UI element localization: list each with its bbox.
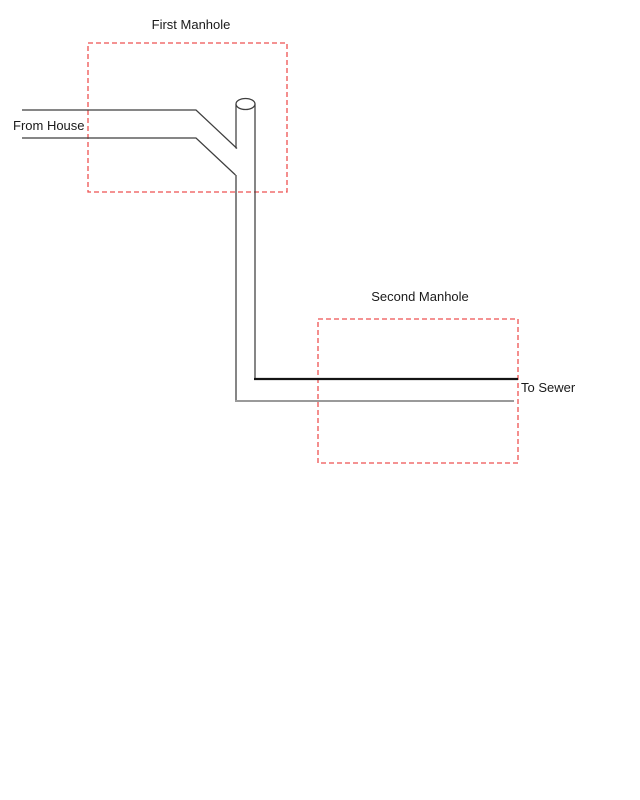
house-pipe-top-line <box>22 109 238 149</box>
from-house-label: From House <box>13 118 85 133</box>
house-pipe-bottom-line <box>22 137 236 176</box>
second-manhole-label: Second Manhole <box>371 289 469 304</box>
first-manhole-label: First Manhole <box>152 17 231 32</box>
riser-opening-ellipse <box>235 97 256 111</box>
second-manhole-box <box>317 318 519 464</box>
first-manhole-box <box>87 42 288 193</box>
to-sewer-label: To Sewer <box>521 380 576 395</box>
